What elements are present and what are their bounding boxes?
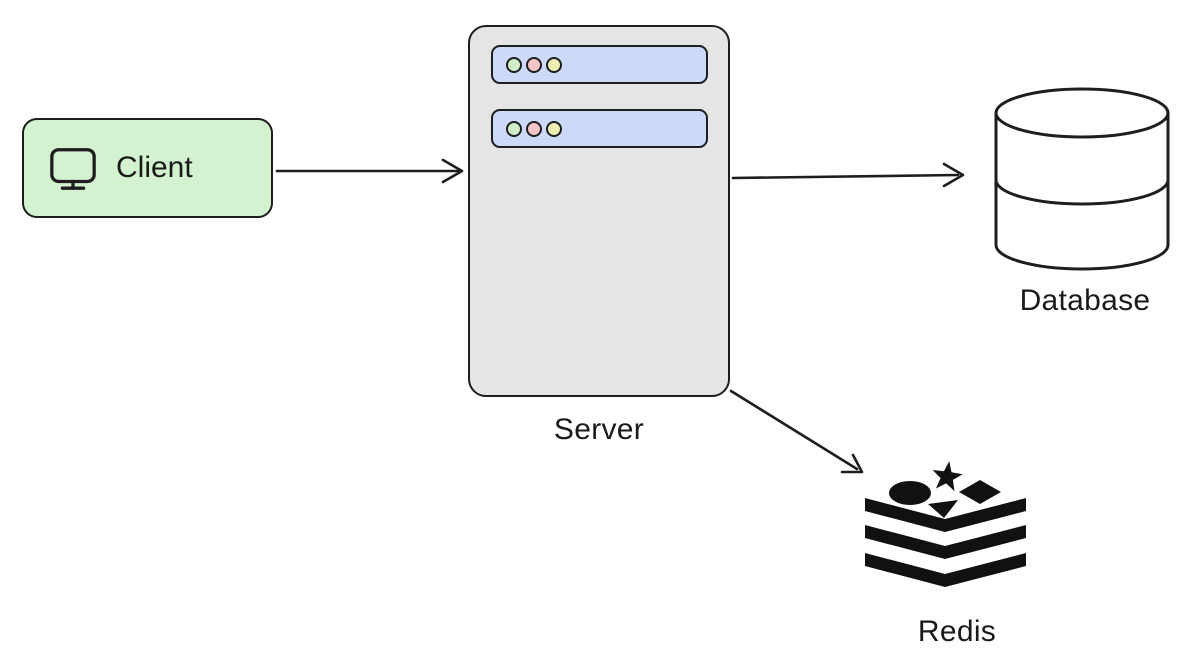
database-label: Database [1019,284,1151,317]
server-rack-slot [490,109,708,148]
client-node[interactable]: Client [22,118,273,218]
redis-diamond [959,480,1001,504]
edge-server-redis[interactable] [729,389,864,474]
client-label: Client [116,151,193,184]
slot-dot-green [505,56,522,73]
slot-dot-red [525,120,542,137]
slot-dot-green [505,120,522,137]
server-label: Server [553,413,645,446]
redis-star [932,461,963,492]
redis-layer [865,525,1026,559]
monitor-icon [50,148,96,190]
redis-label: Redis [917,615,997,648]
slot-dot-yellow [545,120,562,137]
database-top [994,87,1170,139]
arrowhead [840,453,864,474]
edge-server-database[interactable] [731,162,965,188]
database-node[interactable] [990,85,1175,285]
server-node[interactable] [468,25,730,397]
redis-layer [865,553,1026,587]
redis-layer [865,498,1026,532]
redis-triangle [928,500,958,518]
database-divider [994,178,1170,206]
arrowhead [441,158,464,184]
database-body [994,111,1170,271]
edge-line [731,173,960,180]
edge-client-server[interactable] [275,158,464,184]
slot-dot-yellow [545,56,562,73]
slot-dot-red [525,56,542,73]
edge-line [729,389,859,471]
redis-ellipse [889,481,931,505]
arrowhead [942,162,965,188]
redis-logo-icon[interactable] [858,458,1033,598]
monitor-screen [50,148,96,184]
server-rack-slot [490,45,708,84]
